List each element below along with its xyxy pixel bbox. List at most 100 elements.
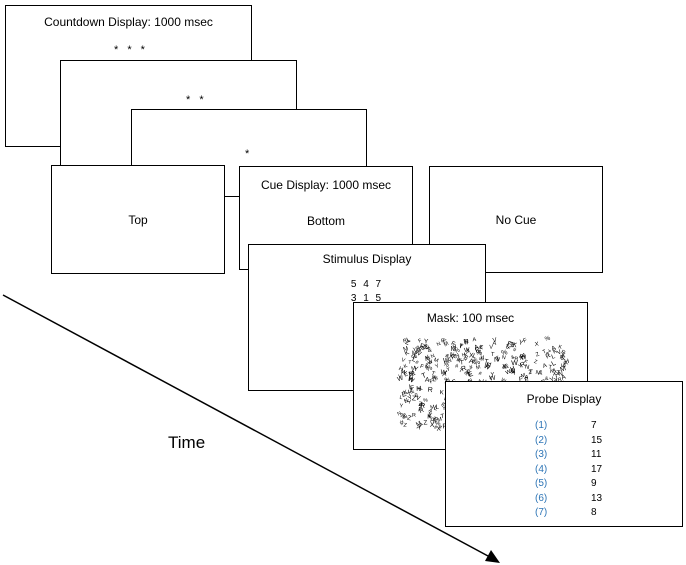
countdown-title: Countdown Display: 1000 msec [44,15,213,29]
stimulus-row-1: 5 4 7 [350,279,384,290]
mask-glyph: R [545,352,553,361]
probe-row: (5)9 [446,477,682,491]
mask-glyph: Y [549,376,556,384]
mask-glyph: & [464,368,472,376]
mask-glyph: T [495,355,501,362]
mask-glyph: K [403,397,410,405]
mask-glyph: K [552,347,559,355]
probe-row: (4)17 [446,463,682,477]
probe-row: (1)7 [446,419,682,433]
mask-glyph: M [520,372,527,379]
mask-glyph: # [416,345,421,351]
mask-glyph: Z [406,415,412,423]
mask-glyph: E [442,338,448,345]
probe-value: 17 [591,463,603,475]
mask-glyph: L [406,336,412,344]
mask-glyph: % [544,335,552,343]
mask-glyph: # [444,353,449,360]
mask-glyph: N [447,358,453,365]
probe-row: (2) 15 [446,434,682,448]
countdown-stars-2: * * [186,94,207,106]
mask-glyph: & [509,369,514,376]
mask-glyph: R [442,423,447,430]
probe-value: 8 [591,507,597,518]
mask-glyph: F [429,378,435,385]
time-label: Time [168,433,206,452]
probe-row: (6)13 [446,492,682,506]
mask-glyph: # [414,360,419,367]
probe-value: 9 [591,478,597,489]
mask-glyph: V [422,345,428,352]
mask-glyph: F [522,337,528,344]
mask-glyph: Y [511,369,518,377]
mask-glyph: Z [509,342,514,350]
mask-glyph: Z [467,371,473,378]
mask-glyph: H [509,365,516,373]
mask-glyph: V [400,357,406,364]
mask-glyph: E [408,371,413,378]
mask-glyph: Z [545,349,552,357]
mask-glyph: E [467,371,474,379]
mask-glyph: V [398,374,402,380]
mask-glyph: % [418,401,426,409]
mask-glyph: H [464,338,469,345]
mask-glyph: N [397,410,403,417]
mask-glyph: A [559,354,564,361]
mask-glyph: N [535,370,540,377]
mask-glyph: E [414,392,420,399]
mask-glyph: L [433,405,439,413]
mask-glyph: K [428,413,434,420]
mask-glyph: % [411,353,419,362]
mask-glyph: K [550,369,555,375]
mask-glyph: L [399,395,403,401]
mask-glyph: % [478,356,485,363]
mask-glyph: Z [423,419,428,426]
probe-row: (7) 8 [446,506,682,520]
mask-glyph: E [441,338,446,345]
countdown-stars-1: * [245,148,253,160]
mask-glyph: F [518,376,523,384]
probe-value: 11 [591,449,602,460]
mask-glyph: K [558,344,563,351]
mask-glyph: A [521,353,527,360]
mask-glyph: E [401,391,408,399]
mask-glyph: H [480,355,484,361]
probe-index: (7) [535,507,548,518]
probe-index: (2) [535,434,548,446]
mask-glyph: R [427,387,433,395]
mask-glyph: T [458,343,464,351]
mask-glyph: % [423,397,429,403]
mask-glyph: X [502,363,508,370]
probe-value: 15 [591,434,603,446]
mask-glyph: Y [412,347,417,353]
mask-glyph: N [501,355,506,362]
mask-glyph: % [501,349,508,357]
mask-glyph: R [418,345,426,354]
mask-glyph: W [414,349,424,359]
probe-frame: Probe Display (1)7(2)15(3)11(4)17(5)9(6)… [445,381,683,527]
mask-glyph: V [492,336,498,344]
mask-glyph: # [471,359,475,365]
mask-glyph: H [405,399,411,406]
mask-glyph: A [472,337,476,343]
mask-glyph: % [449,352,455,359]
mask-glyph: & [560,354,565,361]
mask-glyph: R [560,349,566,356]
mask-glyph: M [408,370,416,379]
mask-glyph: T [433,375,439,382]
mask-glyph: N [494,357,499,364]
mask-glyph: L [550,360,557,368]
mask-glyph: N [520,356,525,363]
mask-glyph: A [427,408,433,415]
mask-glyph: W [520,354,527,362]
mask-glyph: # [434,425,438,431]
mask-glyph: # [416,347,421,355]
mask-glyph: M [412,351,417,357]
mask-glyph: & [502,365,506,371]
mask-glyph: Y [413,366,419,374]
mask-glyph: M [450,346,456,353]
cue-frame-top: Top [51,165,225,274]
mask-glyph: Y [407,394,414,402]
mask-glyph: % [476,350,482,357]
mask-glyph: T [542,349,548,356]
